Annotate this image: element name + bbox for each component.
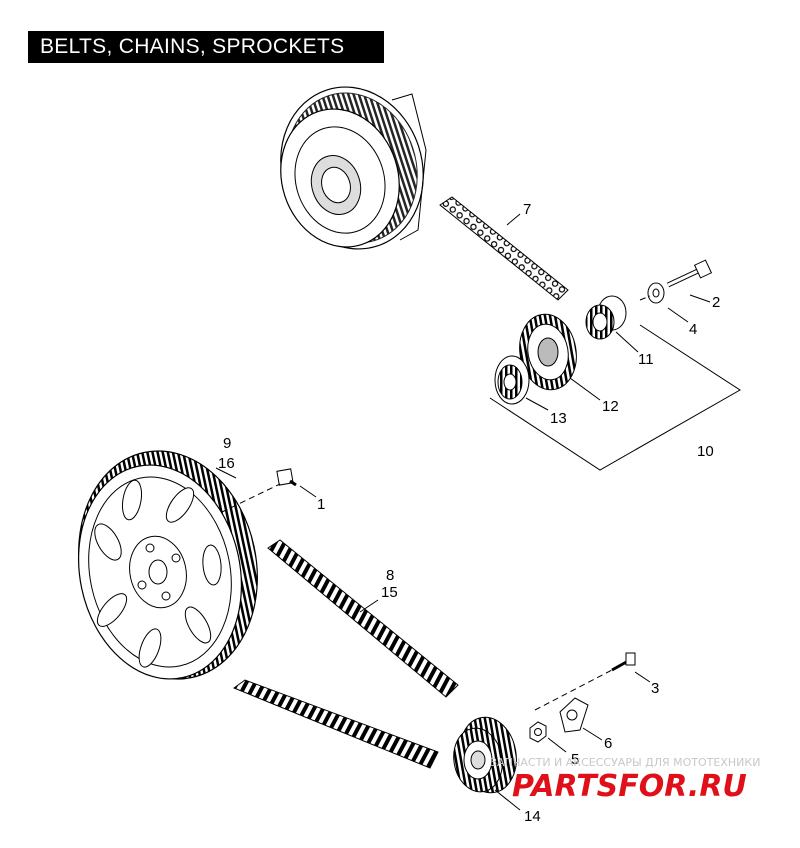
callout-4: 4 — [689, 321, 697, 338]
callout-6: 6 — [604, 735, 612, 752]
leader-lines — [215, 213, 711, 811]
callout-12: 12 — [602, 398, 619, 415]
callout-15: 15 — [381, 584, 398, 601]
callout-10: 10 — [697, 443, 714, 460]
callout-9: 9 — [223, 435, 231, 452]
watermark-tagline: ЗАПЧАСТИ И АКСЕССУАРЫ ДЛЯ МОТОТЕХНИКИ — [490, 756, 760, 769]
callout-2: 2 — [712, 294, 720, 311]
callout-1: 1 — [317, 496, 325, 513]
sprocket-12 — [519, 313, 577, 391]
primary-chain — [439, 196, 569, 301]
watermark-brand: PARTSFOR.RU — [512, 769, 747, 804]
compensator-13 — [494, 355, 530, 405]
callout-5: 5 — [571, 751, 579, 768]
clutch-assembly — [280, 86, 427, 250]
callout-14: 14 — [524, 808, 541, 825]
bolt-1 — [221, 468, 297, 513]
bolt-2 — [666, 259, 713, 288]
callout-11: 11 — [638, 351, 654, 368]
rear-pulley — [77, 450, 258, 680]
transmission-sprocket-14 — [453, 716, 517, 794]
callout-3: 3 — [651, 680, 659, 697]
callout-16: 16 — [218, 455, 235, 472]
drive-belt — [232, 539, 459, 769]
callout-7: 7 — [523, 201, 531, 218]
callout-8: 8 — [386, 567, 394, 584]
page-title: BELTS, CHAINS, SPROCKETS — [28, 31, 384, 63]
bolt-3 — [534, 652, 636, 711]
spacer-11 — [585, 295, 627, 340]
callout-13: 13 — [550, 410, 567, 427]
